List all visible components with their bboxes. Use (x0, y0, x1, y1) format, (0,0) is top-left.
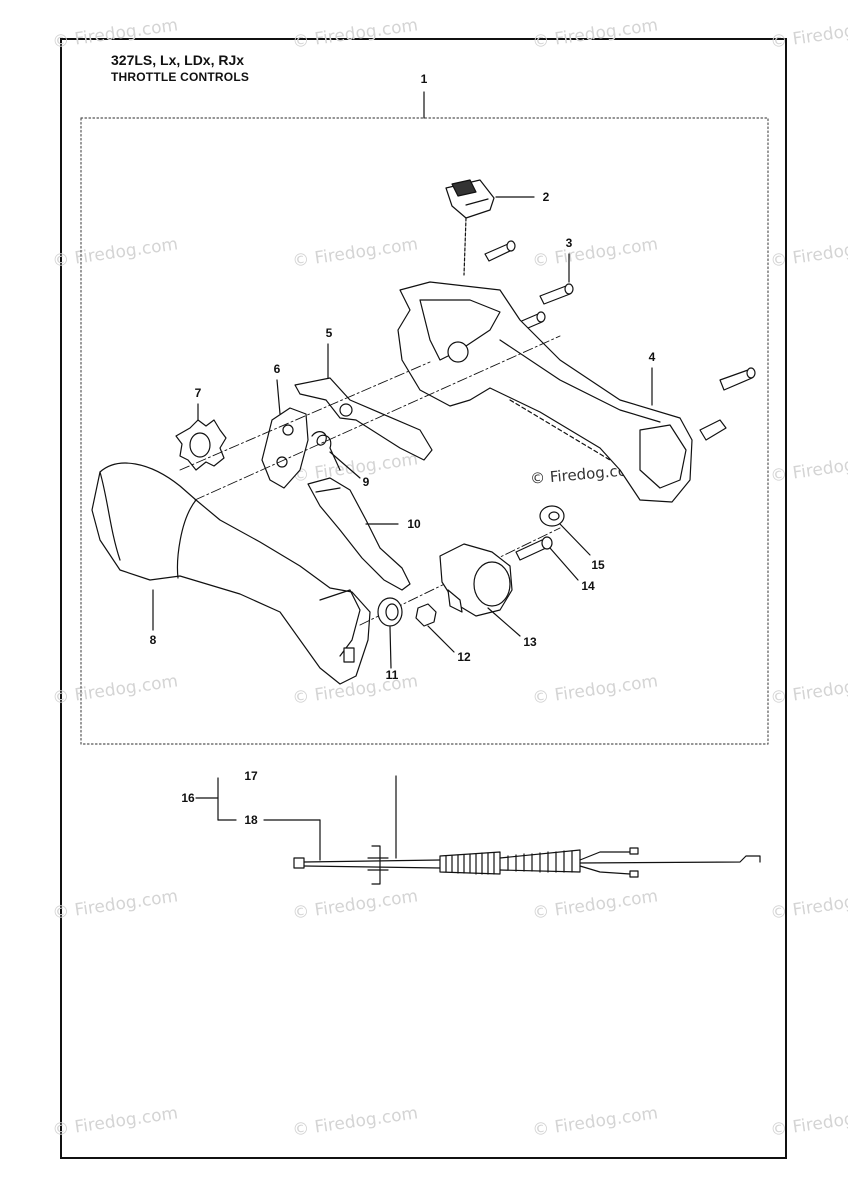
callout-12: 12 (457, 650, 471, 664)
callout-15: 15 (591, 558, 605, 572)
callout-8: 8 (149, 633, 157, 647)
callout-13: 13 (523, 635, 537, 649)
callout-1: 1 (420, 72, 428, 86)
callout-9: 9 (362, 475, 370, 489)
part-6-lever-bracket (261, 379, 309, 489)
callout-18: 18 (244, 813, 258, 827)
callout-3: 3 (565, 236, 573, 250)
callout-17: 17 (244, 769, 258, 783)
callout-10: 10 (407, 517, 421, 531)
part-13-clamp (439, 543, 521, 637)
part-16-cable-set (195, 775, 761, 885)
part-10-throttle-trigger (307, 477, 411, 591)
part-9-spring (311, 431, 361, 479)
part-4-handle-half (397, 281, 756, 503)
callout-14: 14 (581, 579, 595, 593)
part-2-stop-switch (445, 179, 535, 276)
callout-5: 5 (325, 326, 333, 340)
part-12-nut (415, 603, 455, 653)
page-frame (60, 38, 787, 1159)
section-title: THROTTLE CONTROLS (111, 70, 250, 84)
part-7-star-washer (175, 403, 227, 471)
part-15-washer (539, 505, 591, 556)
callout-2: 2 (542, 190, 550, 204)
callout-6: 6 (273, 362, 281, 376)
callout-7: 7 (194, 386, 202, 400)
part-8-handle-half (91, 462, 371, 685)
callout-4: 4 (648, 350, 656, 364)
part-11-bushing (377, 597, 403, 669)
callout-16: 16 (181, 791, 195, 805)
model-title: 327LS, Lx, LDx, RJx (111, 52, 245, 68)
callout-11: 11 (385, 668, 399, 682)
part-14-screw (515, 536, 579, 581)
part-5-throttle-lockout (294, 343, 433, 461)
